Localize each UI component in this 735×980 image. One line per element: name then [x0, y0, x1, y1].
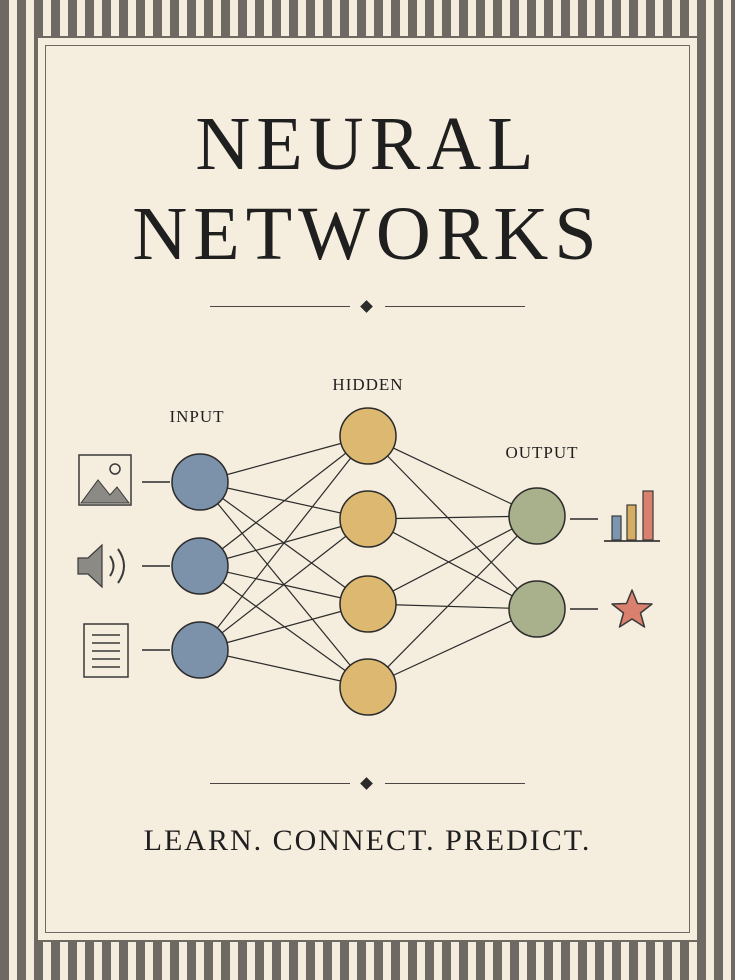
diamond-icon [360, 777, 373, 790]
bar-chart-icon-bar-1 [611, 515, 622, 541]
title-line-1: NEURAL [195, 102, 540, 186]
connections [199, 435, 538, 688]
tagline: LEARN. CONNECT. PREDICT. [143, 824, 592, 857]
poster-frame [36, 36, 699, 942]
edge-hidden-1-output-2 [367, 435, 538, 610]
bar-chart-icon [604, 490, 660, 542]
nodes [171, 407, 566, 716]
title-line-2: NETWORKS [132, 192, 603, 276]
edge-input-3-hidden-1 [199, 435, 369, 651]
bar-chart-icon-bar-2 [626, 504, 637, 541]
document-icon [83, 623, 129, 678]
edge-input-1-hidden-1 [199, 435, 369, 483]
image-icon [78, 454, 132, 506]
top-divider [210, 300, 525, 314]
hidden-node-1 [339, 407, 397, 465]
hidden-node-4 [339, 658, 397, 716]
input-node-2 [171, 537, 229, 595]
output-node-2 [508, 580, 566, 638]
hidden-node-3 [339, 575, 397, 633]
edge-input-3-hidden-3 [199, 603, 369, 651]
edge-hidden-2-output-2 [367, 518, 538, 610]
poster-inner-border [45, 45, 690, 933]
hidden-layer-label: HIDDEN [332, 375, 403, 394]
edge-hidden-3-output-1 [367, 515, 538, 605]
edge-input-3-hidden-2 [199, 518, 369, 651]
input-node-3 [171, 621, 229, 679]
output-node-1 [508, 487, 566, 545]
input-node-1 [171, 453, 229, 511]
input-layer-label: INPUT [169, 407, 224, 426]
hidden-node-2 [339, 490, 397, 548]
edge-hidden-4-output-1 [367, 515, 538, 688]
output-layer-label: OUTPUT [505, 443, 578, 462]
edge-input-2-hidden-1 [199, 435, 369, 567]
bar-chart-icon-bar-3 [642, 490, 654, 541]
bottom-divider [210, 777, 525, 791]
star-icon [611, 589, 653, 628]
edge-hidden-4-output-2 [367, 608, 538, 688]
speaker-icon [77, 543, 125, 589]
edge-hidden-1-output-1 [367, 435, 538, 517]
